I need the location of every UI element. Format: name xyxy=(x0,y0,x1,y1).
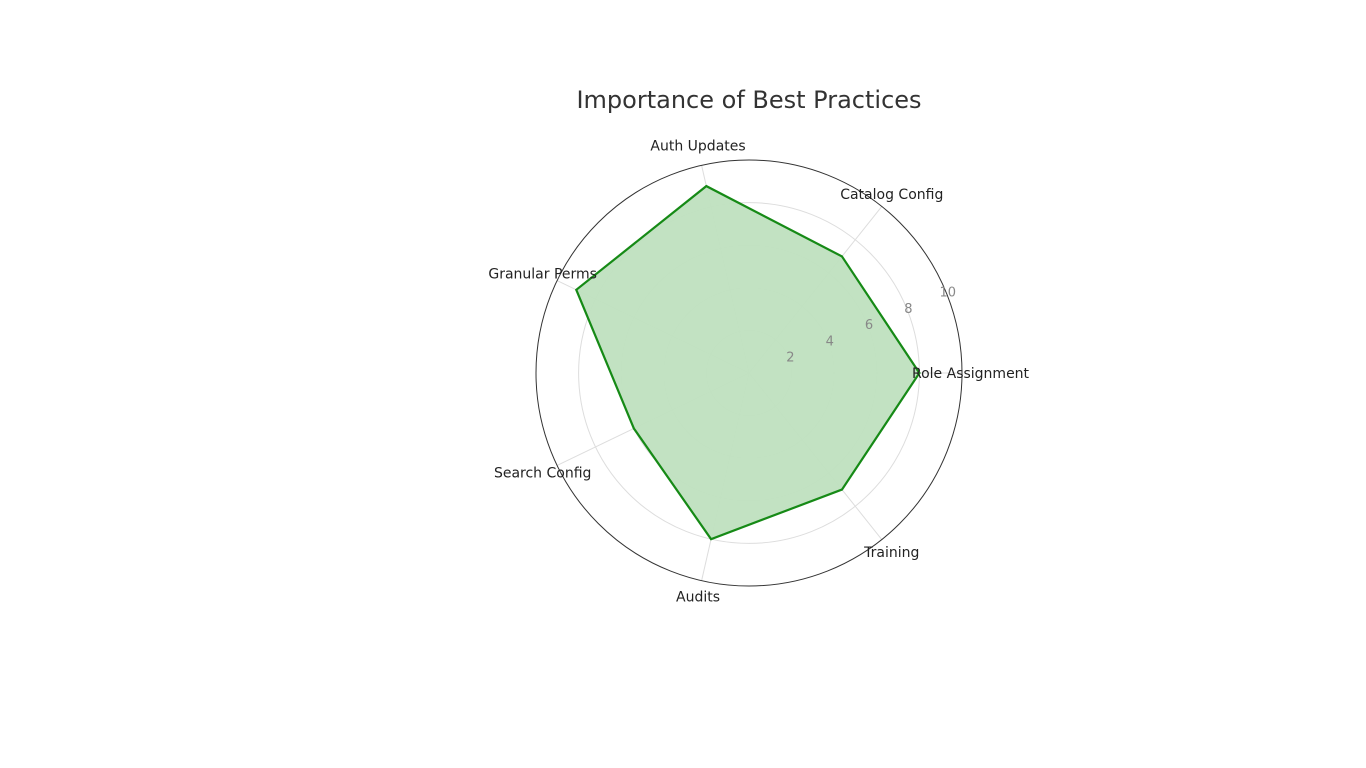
data-point xyxy=(705,185,708,188)
data-point xyxy=(632,427,635,430)
series-line xyxy=(574,184,921,541)
outer-frame xyxy=(535,159,963,587)
data-point xyxy=(575,288,578,291)
category-label: Granular Perms xyxy=(488,267,597,283)
radial-tick-label: 4 xyxy=(826,334,834,349)
series-area xyxy=(576,186,920,540)
radial-tick-label: 10 xyxy=(940,285,957,300)
category-label: Search Config xyxy=(494,465,591,481)
category-label: Catalog Config xyxy=(840,187,943,203)
category-label: Role Assignment xyxy=(912,366,1030,382)
radial-tick-label: 8 xyxy=(904,302,912,317)
data-point xyxy=(840,488,843,491)
data-point xyxy=(918,372,921,374)
radial-tick-label: 2 xyxy=(786,351,794,366)
data-point xyxy=(710,538,713,541)
category-label: Audits xyxy=(676,589,720,605)
category-label: Auth Updates xyxy=(650,139,745,155)
data-point xyxy=(840,255,843,258)
category-label: Training xyxy=(863,545,919,561)
radial-tick-label: 6 xyxy=(865,318,873,333)
chart-title: Importance of Best Practices xyxy=(576,86,921,114)
